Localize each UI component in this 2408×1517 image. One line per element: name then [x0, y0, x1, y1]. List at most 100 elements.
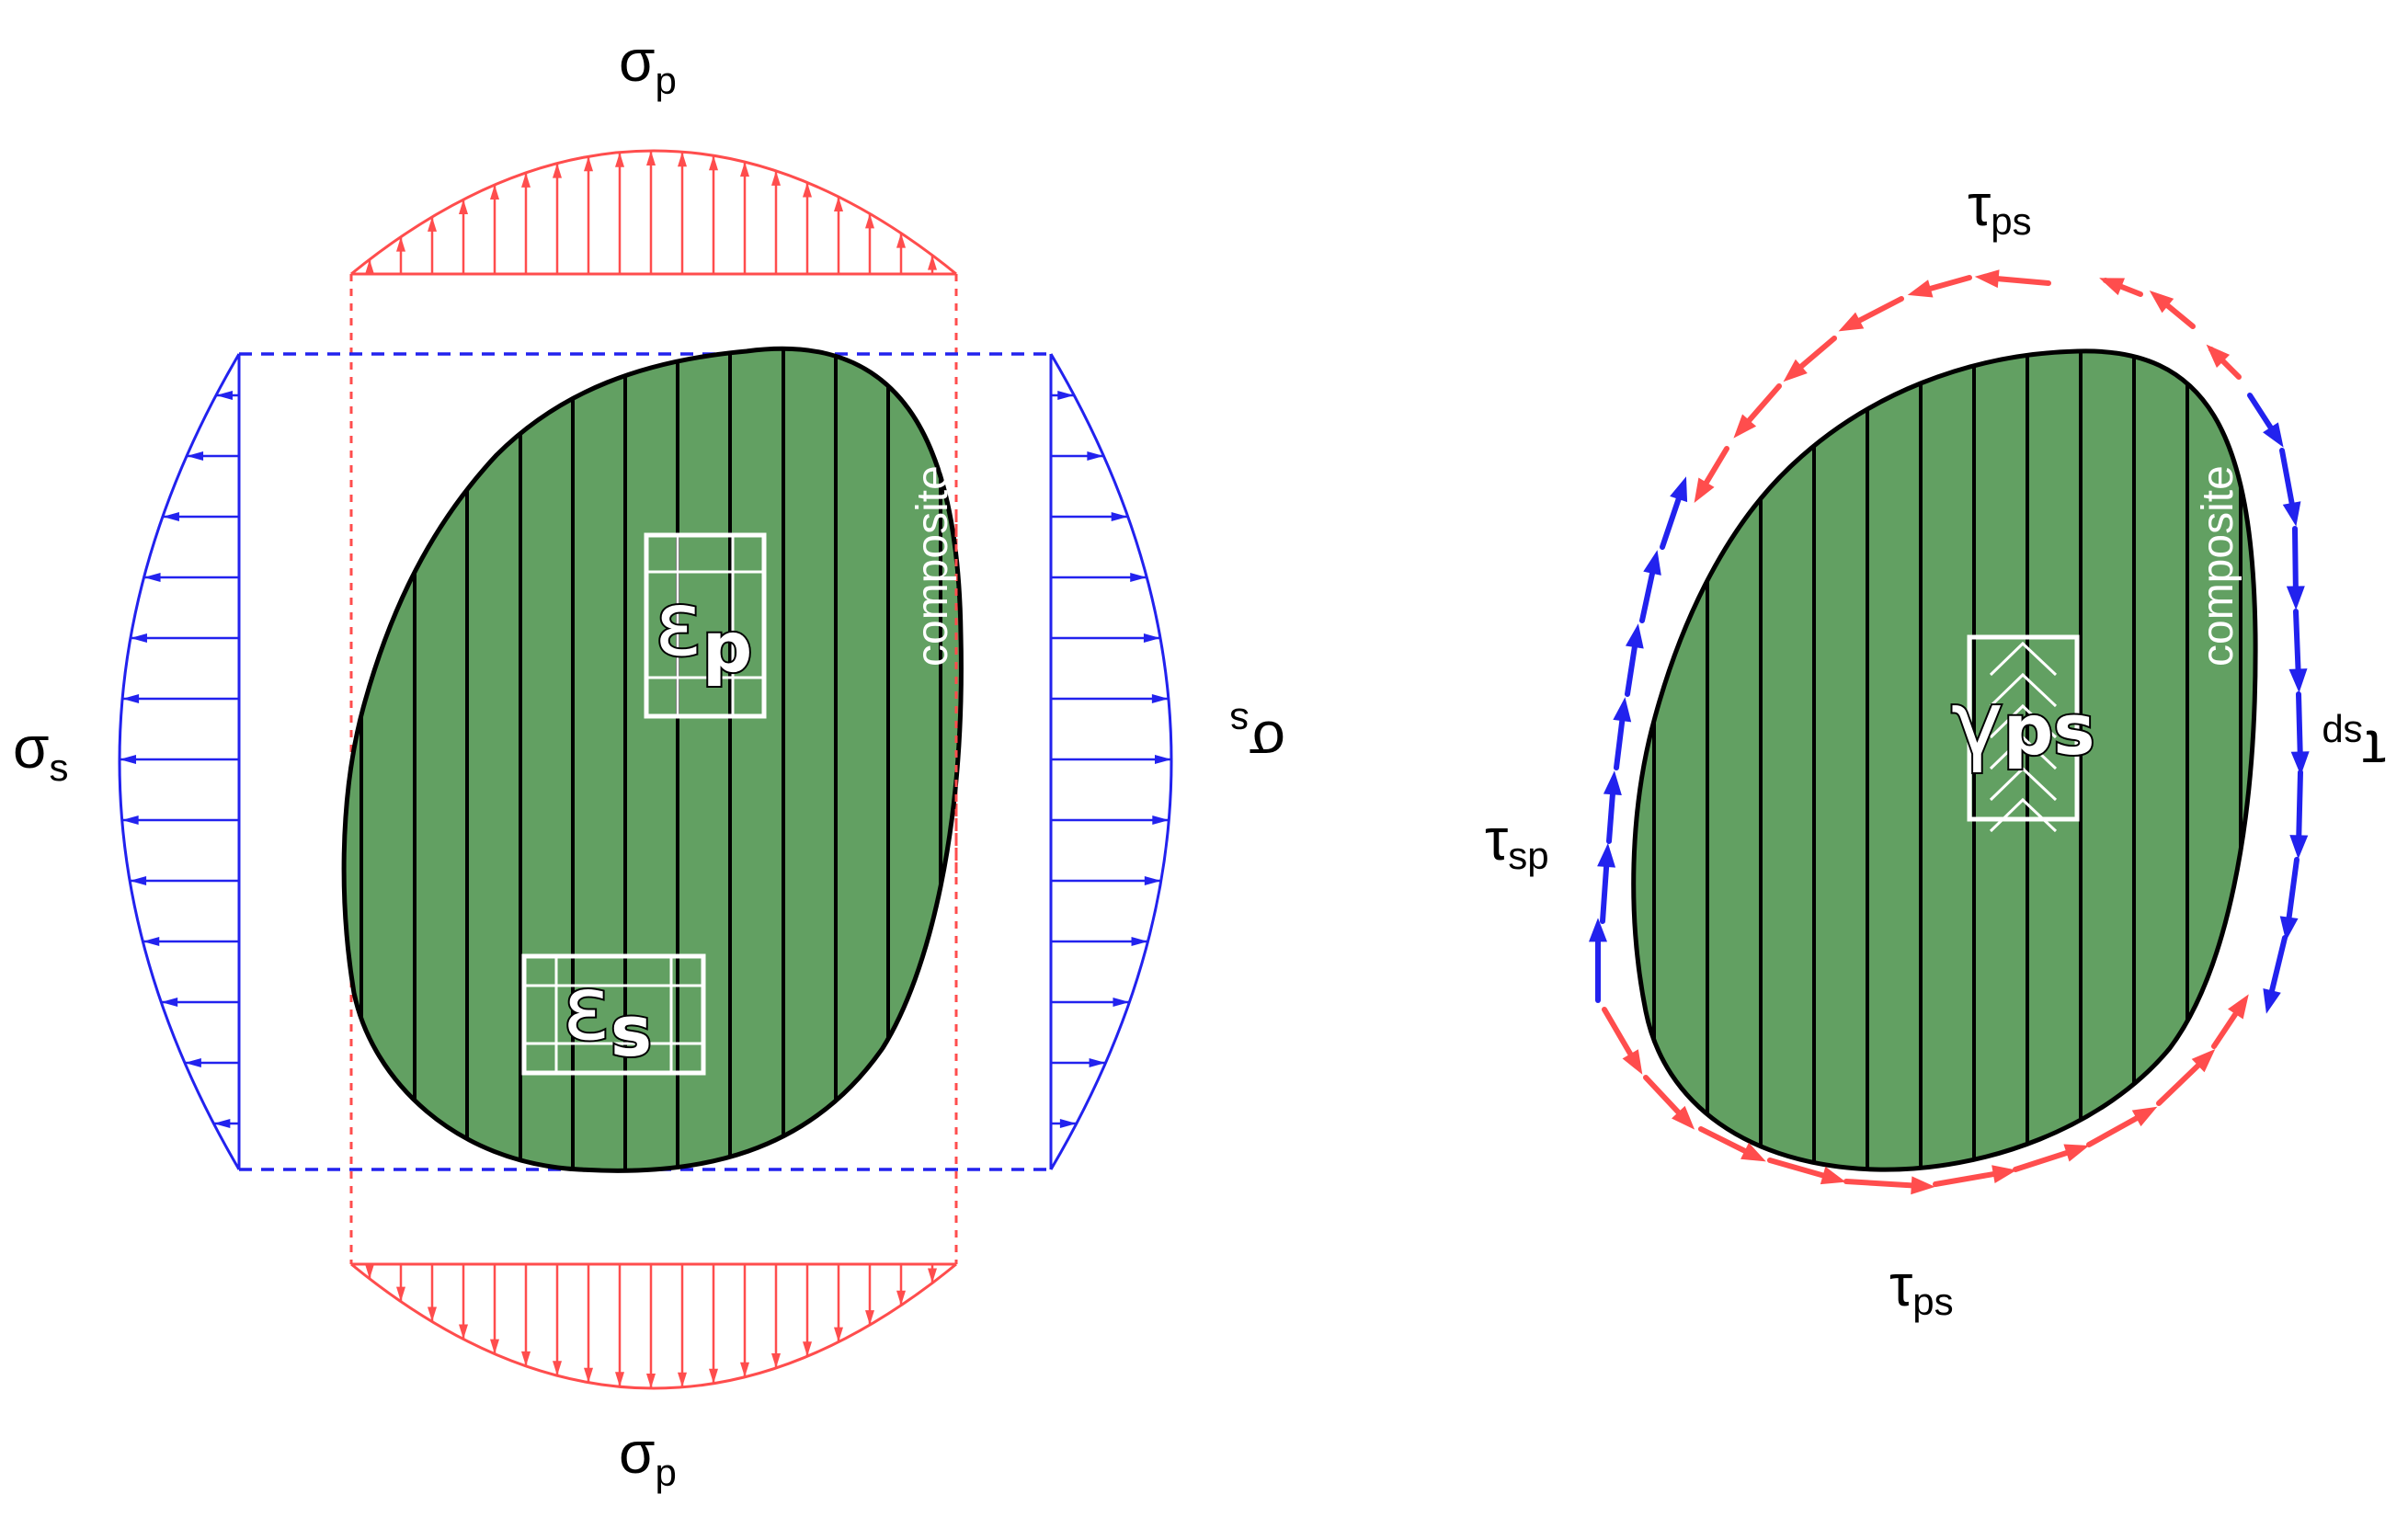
- stress-arrowhead: [896, 233, 906, 248]
- tau-ps-top-sym: τ: [1968, 172, 1991, 238]
- stress-arrowhead: [215, 391, 233, 400]
- sigma-p-bottom-sym: σ: [619, 1420, 656, 1486]
- stress-curve: [350, 149, 957, 276]
- stress-arrowhead: [928, 255, 937, 270]
- stress-arrowhead: [896, 1290, 906, 1306]
- shear-arrowhead: [1589, 918, 1607, 942]
- shear-arrowhead: [1733, 414, 1757, 439]
- strain-s-sym: ε: [563, 957, 611, 1060]
- stress-arrowhead: [646, 1373, 656, 1388]
- shear-arrow: [2296, 691, 2303, 766]
- shear-arrowhead: [1907, 279, 1934, 298]
- stress-curve: [118, 353, 241, 1170]
- stress-arrowhead: [1087, 451, 1104, 461]
- left-panel: composite εp εs: [13, 28, 1285, 1494]
- shear-arrowhead: [2263, 422, 2284, 448]
- stress-arrowhead: [143, 573, 161, 582]
- stress-arrowhead: [1144, 876, 1161, 885]
- stress-arrowhead: [1151, 694, 1169, 703]
- stress-arrowhead: [1131, 937, 1148, 946]
- hatch-chevron: [1989, 797, 2058, 833]
- stress-arrowhead: [1130, 573, 1147, 582]
- strain-p-sym: ε: [655, 573, 702, 676]
- stress-arrowhead: [121, 816, 139, 825]
- stress-arrowhead: [428, 1306, 437, 1322]
- shear-arrow: [2293, 609, 2301, 683]
- shear-arrowhead: [2149, 291, 2174, 314]
- shear-arrowhead: [2228, 994, 2249, 1020]
- shear-arrowhead: [1838, 312, 1865, 332]
- stress-arrowhead: [130, 876, 147, 885]
- stress-arrowhead: [1089, 1058, 1106, 1067]
- shear-arrowhead: [1643, 550, 1661, 576]
- sigma-s-left-label: σs: [13, 714, 69, 789]
- stress-curve: [350, 1262, 957, 1390]
- shear-arrowhead: [1622, 1049, 1643, 1075]
- stress-arrowhead: [521, 172, 531, 188]
- stress-arrowhead: [678, 1372, 687, 1387]
- stress-arrowhead: [184, 1058, 201, 1067]
- shear-strain-sub: ps: [2003, 689, 2095, 770]
- strain-label-s: εs: [563, 957, 652, 1072]
- stress-arrowhead: [615, 152, 624, 167]
- stress-arrowhead: [584, 156, 593, 172]
- composite-body-right: [1631, 348, 2258, 1172]
- sigma-s-left-sym: σ: [13, 714, 50, 781]
- strain-element-s: εs: [521, 953, 706, 1076]
- strain-s-sub: s: [611, 990, 652, 1072]
- stress-curve: [1049, 353, 1173, 1170]
- stress-arrowhead: [120, 755, 137, 764]
- tau-ps-bottom-label: τps: [1889, 1252, 1954, 1323]
- stress-distribution-p-bottom: [350, 1262, 957, 1390]
- shear-arrowhead: [1991, 1165, 2017, 1183]
- shear-arrow: [1933, 1169, 2007, 1187]
- stress-arrowhead: [740, 1362, 749, 1377]
- sigma-s-left-sub: s: [50, 746, 69, 789]
- tau-sp-left-sub: sp: [1508, 834, 1548, 877]
- stress-arrowhead: [678, 152, 687, 167]
- shear-arrowhead: [2131, 1106, 2158, 1127]
- hatch-chevron: [1989, 641, 2058, 677]
- sigma-p-bottom-label: σp: [619, 1420, 677, 1494]
- shear-arrowhead: [2290, 751, 2310, 776]
- sigma-p-top-sub: p: [656, 59, 677, 102]
- stress-arrowhead: [187, 451, 204, 461]
- stress-arrowhead: [646, 151, 656, 166]
- composite-fill: [1633, 350, 2256, 1170]
- shear-arrowhead: [2282, 501, 2301, 527]
- stress-arrowhead: [213, 1119, 231, 1128]
- stress-arrowhead: [928, 1268, 937, 1283]
- composite-outline: [1631, 348, 2258, 1172]
- right-panel: composite γps τps τps τsp τsp: [1485, 172, 2386, 1323]
- hatch-chevron: [1989, 735, 2058, 770]
- strain-element-p: εp: [644, 532, 767, 719]
- composite-fill: [344, 348, 962, 1171]
- stress-arrowhead: [1111, 512, 1128, 521]
- stress-arrowhead: [1059, 1119, 1077, 1128]
- stress-arrowhead: [803, 1341, 812, 1357]
- stress-arrowhead: [365, 1263, 374, 1279]
- stress-arrowhead: [162, 512, 179, 521]
- shear-arrow: [1843, 1179, 1924, 1189]
- stress-arrowhead: [143, 937, 160, 946]
- stress-arrowhead: [459, 200, 468, 215]
- tau-ps-bottom-sym: τ: [1889, 1252, 1912, 1318]
- stress-arrowhead: [1143, 633, 1160, 643]
- strain-p-sub: p: [702, 606, 752, 688]
- material-label: composite: [908, 465, 957, 667]
- shear-arrow: [2285, 857, 2300, 931]
- stress-arrowhead: [834, 1327, 843, 1342]
- stress-arrowhead: [803, 182, 812, 198]
- stress-arrowhead: [771, 1352, 781, 1368]
- shear-strain-sym: γ: [1951, 672, 2003, 775]
- sigma-s-right-label: σs: [1230, 701, 1286, 775]
- stress-arrowhead: [396, 1286, 405, 1302]
- stress-arrowhead: [553, 163, 562, 178]
- shear-box: [1967, 634, 2080, 822]
- stress-arrowhead: [130, 633, 147, 643]
- stress-arrowhead: [834, 197, 843, 212]
- shear-hatch: [1989, 641, 2058, 833]
- shear-arrowhead: [2063, 1144, 2090, 1162]
- stress-arrowhead: [709, 155, 718, 171]
- shear-strain-label: γps: [1951, 672, 2094, 775]
